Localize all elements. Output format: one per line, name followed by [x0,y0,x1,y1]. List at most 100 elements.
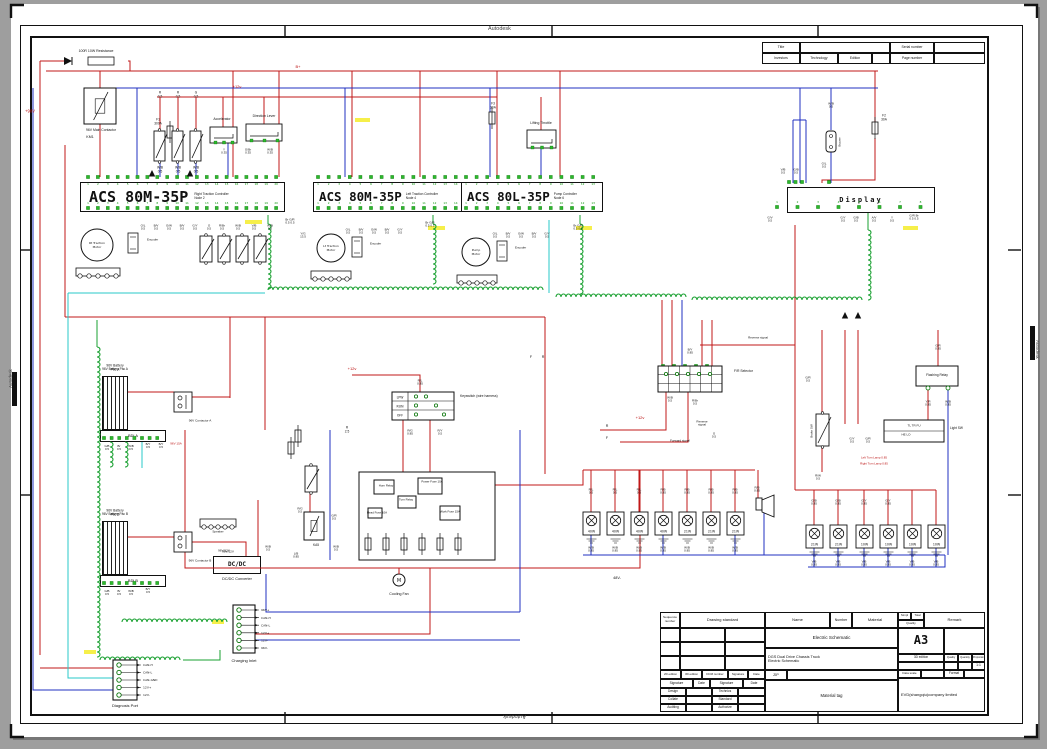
wire-label: Turn Relay [398,497,414,502]
wire-label: Br 0.5 [116,443,122,451]
titleblock-empty-cell [787,670,898,680]
wire-label: G/Y 0.5 [840,215,846,223]
wire-label: Buzzer [837,137,842,147]
wire-label: Forward signal [670,438,690,443]
titleblock-empty-cell [680,656,725,670]
wire-label: G 0.5 [711,431,717,439]
titleblock-empty-cell [921,670,944,678]
wire-label: W/B 0.85 [660,545,666,553]
wire-label: 48V- [613,575,621,580]
titleblock-cell: 2D edition [660,670,681,679]
wire-label: W/B 0.5 [128,443,134,451]
wire-label: 96V 15A [170,441,182,446]
wire-label: Y 0.35 [221,147,227,155]
wire-label: W/B 0.85 [732,545,738,553]
wire-label: R/B 0.85 [754,485,760,493]
wire-label: A/V 0.5 [871,215,877,223]
contactor-b-label: 96V Contactor B [188,558,212,563]
titleblock-cell: Standard [712,696,738,704]
wire-label: W/B 0.85 [708,545,714,553]
wire-label: O/L 0.5 [492,231,498,239]
wire-label: 100R 10W Resistance [78,49,114,54]
titleblock-empty-cell [944,662,958,670]
wire-label: W/B 0.85 [945,399,951,407]
wire-label: R/Br 0.5 [219,223,225,231]
wire-label: 96V Battery Pac A [102,367,128,372]
titleblock-cell: Format [944,670,964,678]
wire-label: Head Fuse 10A [366,510,388,515]
controller-subtitle: Right Traction Controller Node 2 [194,192,229,200]
wire-label: R/G 0.85 [407,428,413,436]
wire-label: Encoder [515,245,527,250]
titleblock-cell: A3 [898,628,944,654]
diagnosis-port-label: Diagnosis Port [111,702,139,708]
wire-label: Y/G 13.5 [300,231,306,239]
titleblock-empty-cell [738,696,765,704]
titleblock-empty-cell [660,656,680,670]
titleblock-empty-cell [738,704,765,712]
wire-label: Reverse signal [696,419,708,427]
wire-label: R/G 0.5 [297,506,303,514]
wire-label: W/B 0.5 [828,101,834,109]
titleblock-cell: Material [852,612,898,628]
titleblock-cell: Technics [712,688,738,696]
flashing-relay-label: Flashing Relay [926,373,948,378]
wire-label: R/L 0.5 [588,487,594,495]
wire-label: B/V 0.5 [153,223,159,231]
fr-selector-label: F/R Selector [734,369,753,374]
titleblock-empty-cell [964,670,985,678]
titleblock-cell: Edition [838,53,872,64]
wire-label: V/B 0.5 [780,167,786,175]
wire-label: B/V 0.5 [179,223,185,231]
wire-label: Work Fuse 15A [440,509,460,514]
wire-label: F [529,354,533,359]
wire-label: G/B 0.5 [793,167,799,175]
wire-label: W/B 0.85 [612,545,618,553]
wire-label: Reverse signal [748,335,768,340]
wire-label: V/B 0.85 [885,559,891,567]
wire-label: Power Fuse 10A [421,479,443,484]
titleblock-cell: Authorize [712,704,738,712]
titleblock-cell: Title [762,42,800,53]
wire-label: 96V Battery Pac B [101,512,129,517]
wire-label: R/B 0.85 [708,487,714,495]
wire-label: Lifting Throttle [530,121,552,126]
titleblock-cell: Material tag [765,680,898,712]
titleblock-empty-cell [686,704,712,712]
wire-label: B/Y 0.85 [687,347,693,355]
wire-label: Right Turn Lamp 0.85 [860,461,888,466]
wire-label: G/B 0.85 [811,498,817,506]
charging-inlet-label: Charging Inlet [231,657,257,663]
keyswitch-note: Keyswitch (wire harness) [460,394,498,399]
wire-label: W/B 0.5 [265,544,271,552]
controller-subtitle: Left Traction Controller Node 4 [405,192,439,200]
wire-label: G 0.5 [193,90,199,98]
wire-label: Horn Relay [378,483,394,488]
titleblock-empty-cell [660,628,680,642]
titleblock-empty-cell [686,688,712,696]
wire-label: R [541,354,545,359]
autodesk-watermark-right: Autodesk [1035,340,1040,359]
wire-label: V/B 0.85 [811,559,817,567]
wire-label: KA5 [312,543,320,548]
wire-label: G/Y 0.85 [861,498,867,506]
wire-label: R/Br 0.5 [692,398,698,406]
titleblock-empty-cell [680,642,725,656]
titleblock-empty-cell [800,42,890,53]
wire-label: R 2.5 [344,425,350,433]
wire-label: G/R 0.5 [805,375,811,383]
wire-label: B/Y 0.5 [145,441,151,449]
titleblock-cell: Design [660,688,686,696]
wire-label: V/B 0.85 [933,559,939,567]
wire-label: F2 30A [881,113,887,121]
wire-label: R/B 0.85 [660,487,666,495]
titleblock-cell: Auditing [660,704,686,712]
wire-label: G/L 0.5 [821,161,827,169]
controller-subtitle: Pump Controller Node 6 [553,192,577,200]
wire-label: W/B 0.5 [174,165,182,173]
wire-label: G/Y 0.5 [192,223,198,231]
wire-label: B/Y 0.5 [158,441,164,449]
autod esk-watermark-bottom: Autodesk [503,713,526,719]
wire-label: R 0.5 [175,90,181,98]
wire-label: Br G/R 0.5 0.5 [425,220,435,228]
